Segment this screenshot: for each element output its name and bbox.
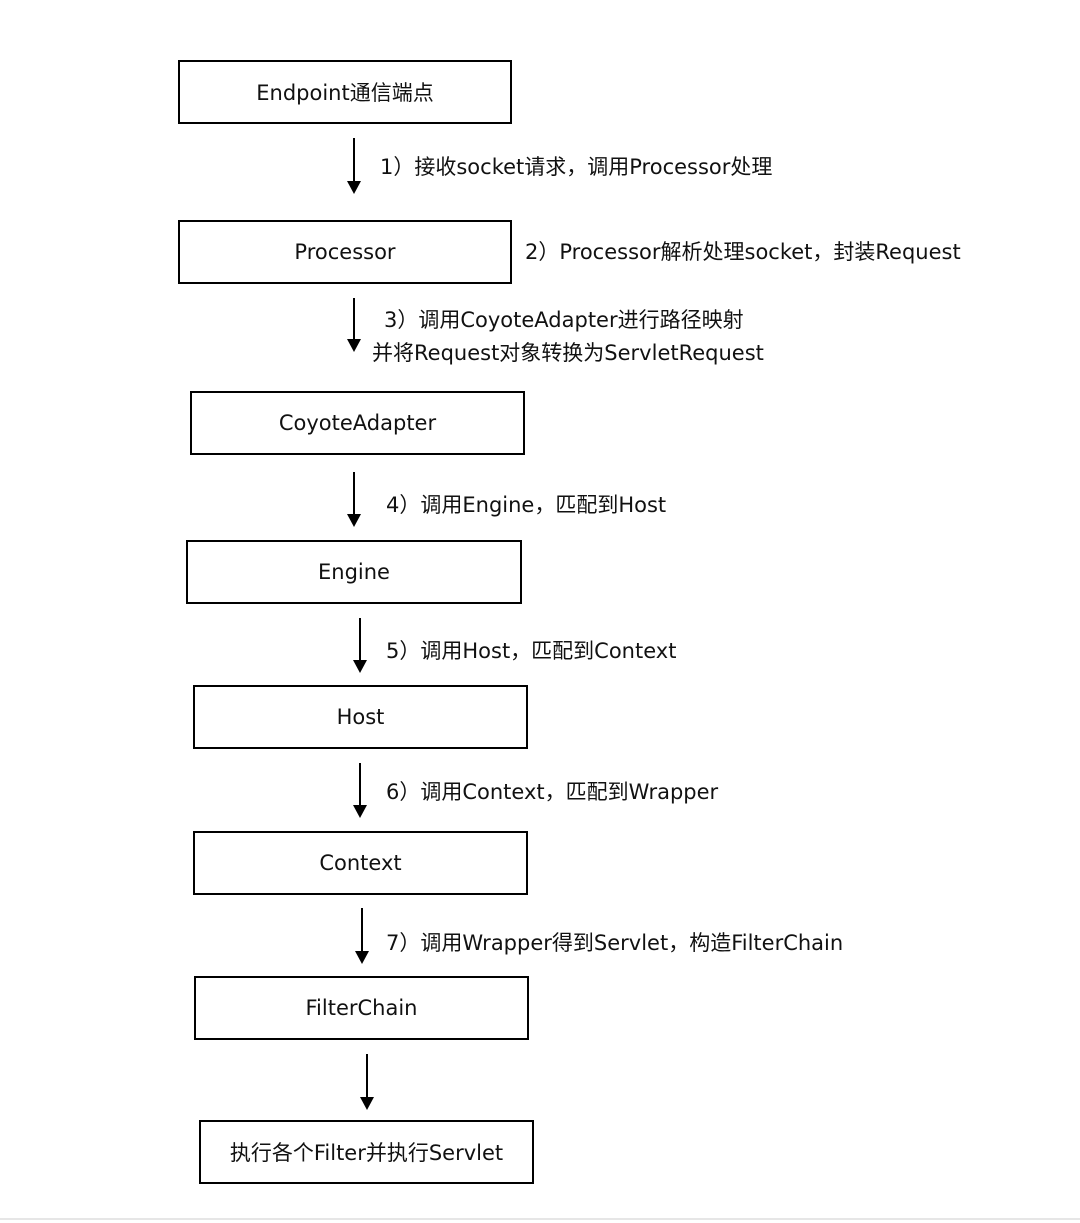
arrow-4 — [347, 472, 361, 527]
arrow-5 — [353, 618, 367, 673]
final-node: 执行各个Filter并执行Servlet — [199, 1120, 534, 1184]
endpoint-node: Endpoint通信端点 — [178, 60, 512, 124]
step-1-label: 1）接收socket请求，调用Processor处理 — [380, 155, 773, 179]
step-6-label: 6）调用Context，匹配到Wrapper — [386, 780, 719, 804]
bottom-divider — [0, 1218, 1080, 1220]
step-3-label-line1: 3）调用CoyoteAdapter进行路径映射 — [384, 308, 744, 332]
context-node: Context — [193, 831, 528, 895]
engine-node: Engine — [186, 540, 522, 604]
arrow-3 — [347, 298, 361, 352]
arrow-6 — [353, 763, 367, 818]
arrow-8 — [360, 1054, 374, 1110]
step-5-label: 5）调用Host，匹配到Context — [386, 639, 677, 663]
arrow-1 — [347, 138, 361, 194]
filter-chain-node: FilterChain — [194, 976, 529, 1040]
step-7-label: 7）调用Wrapper得到Servlet，构造FilterChain — [386, 931, 844, 955]
processor-node: Processor — [178, 220, 512, 284]
step-2-label: 2）Processor解析处理socket，封装Request — [525, 240, 961, 264]
step-4-label: 4）调用Engine，匹配到Host — [386, 493, 667, 517]
step-3-label-line2: 并将Request对象转换为ServletRequest — [372, 341, 764, 365]
host-node: Host — [193, 685, 528, 749]
coyote-adapter-node: CoyoteAdapter — [190, 391, 525, 455]
arrow-7 — [355, 908, 369, 964]
